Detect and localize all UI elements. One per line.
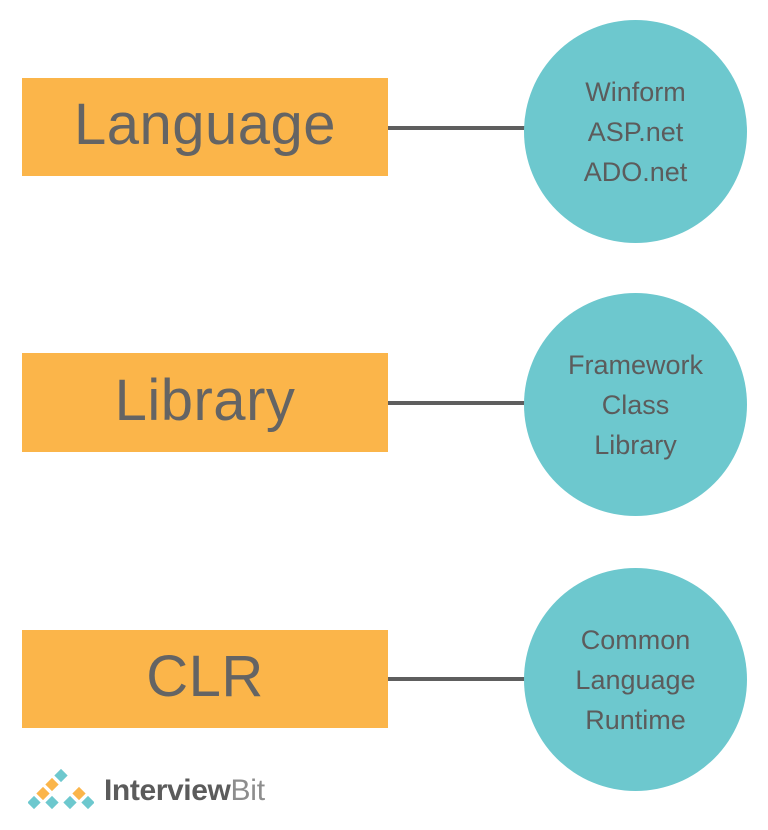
detail-circle-language[interactable]: Winform ASP.net ADO.net	[524, 20, 747, 243]
detail-line: Language	[575, 664, 696, 695]
detail-line: Class	[601, 389, 670, 420]
concept-box-label: Language	[73, 92, 337, 157]
wordmark-primary: Interview	[104, 774, 231, 807]
detail-line: Library	[594, 429, 677, 460]
concept-box-language[interactable]: Language	[22, 78, 388, 176]
detail-line: ASP.net	[587, 116, 684, 147]
detail-line: Runtime	[585, 704, 686, 735]
detail-circle-library[interactable]: Framework Class Library	[524, 293, 747, 516]
connector-line-language	[388, 126, 528, 130]
concept-box-label: CLR	[146, 644, 264, 709]
detail-line: Common	[580, 624, 691, 655]
concept-box-clr[interactable]: CLR	[22, 630, 388, 728]
interviewbit-diamond-mark	[28, 768, 94, 812]
wordmark-secondary: Bit	[230, 774, 265, 807]
connector-line-library	[388, 401, 528, 405]
interviewbit-logo: InterviewBit	[28, 764, 265, 816]
concept-box-library[interactable]: Library	[22, 353, 388, 452]
detail-line: ADO.net	[583, 156, 688, 187]
detail-circle-clr[interactable]: Common Language Runtime	[524, 568, 747, 791]
interviewbit-wordmark: InterviewBit	[104, 776, 265, 806]
connector-line-clr	[388, 677, 528, 681]
concept-box-label: Library	[114, 367, 296, 433]
detail-line: Framework	[567, 349, 703, 380]
detail-line: Winform	[585, 76, 686, 107]
